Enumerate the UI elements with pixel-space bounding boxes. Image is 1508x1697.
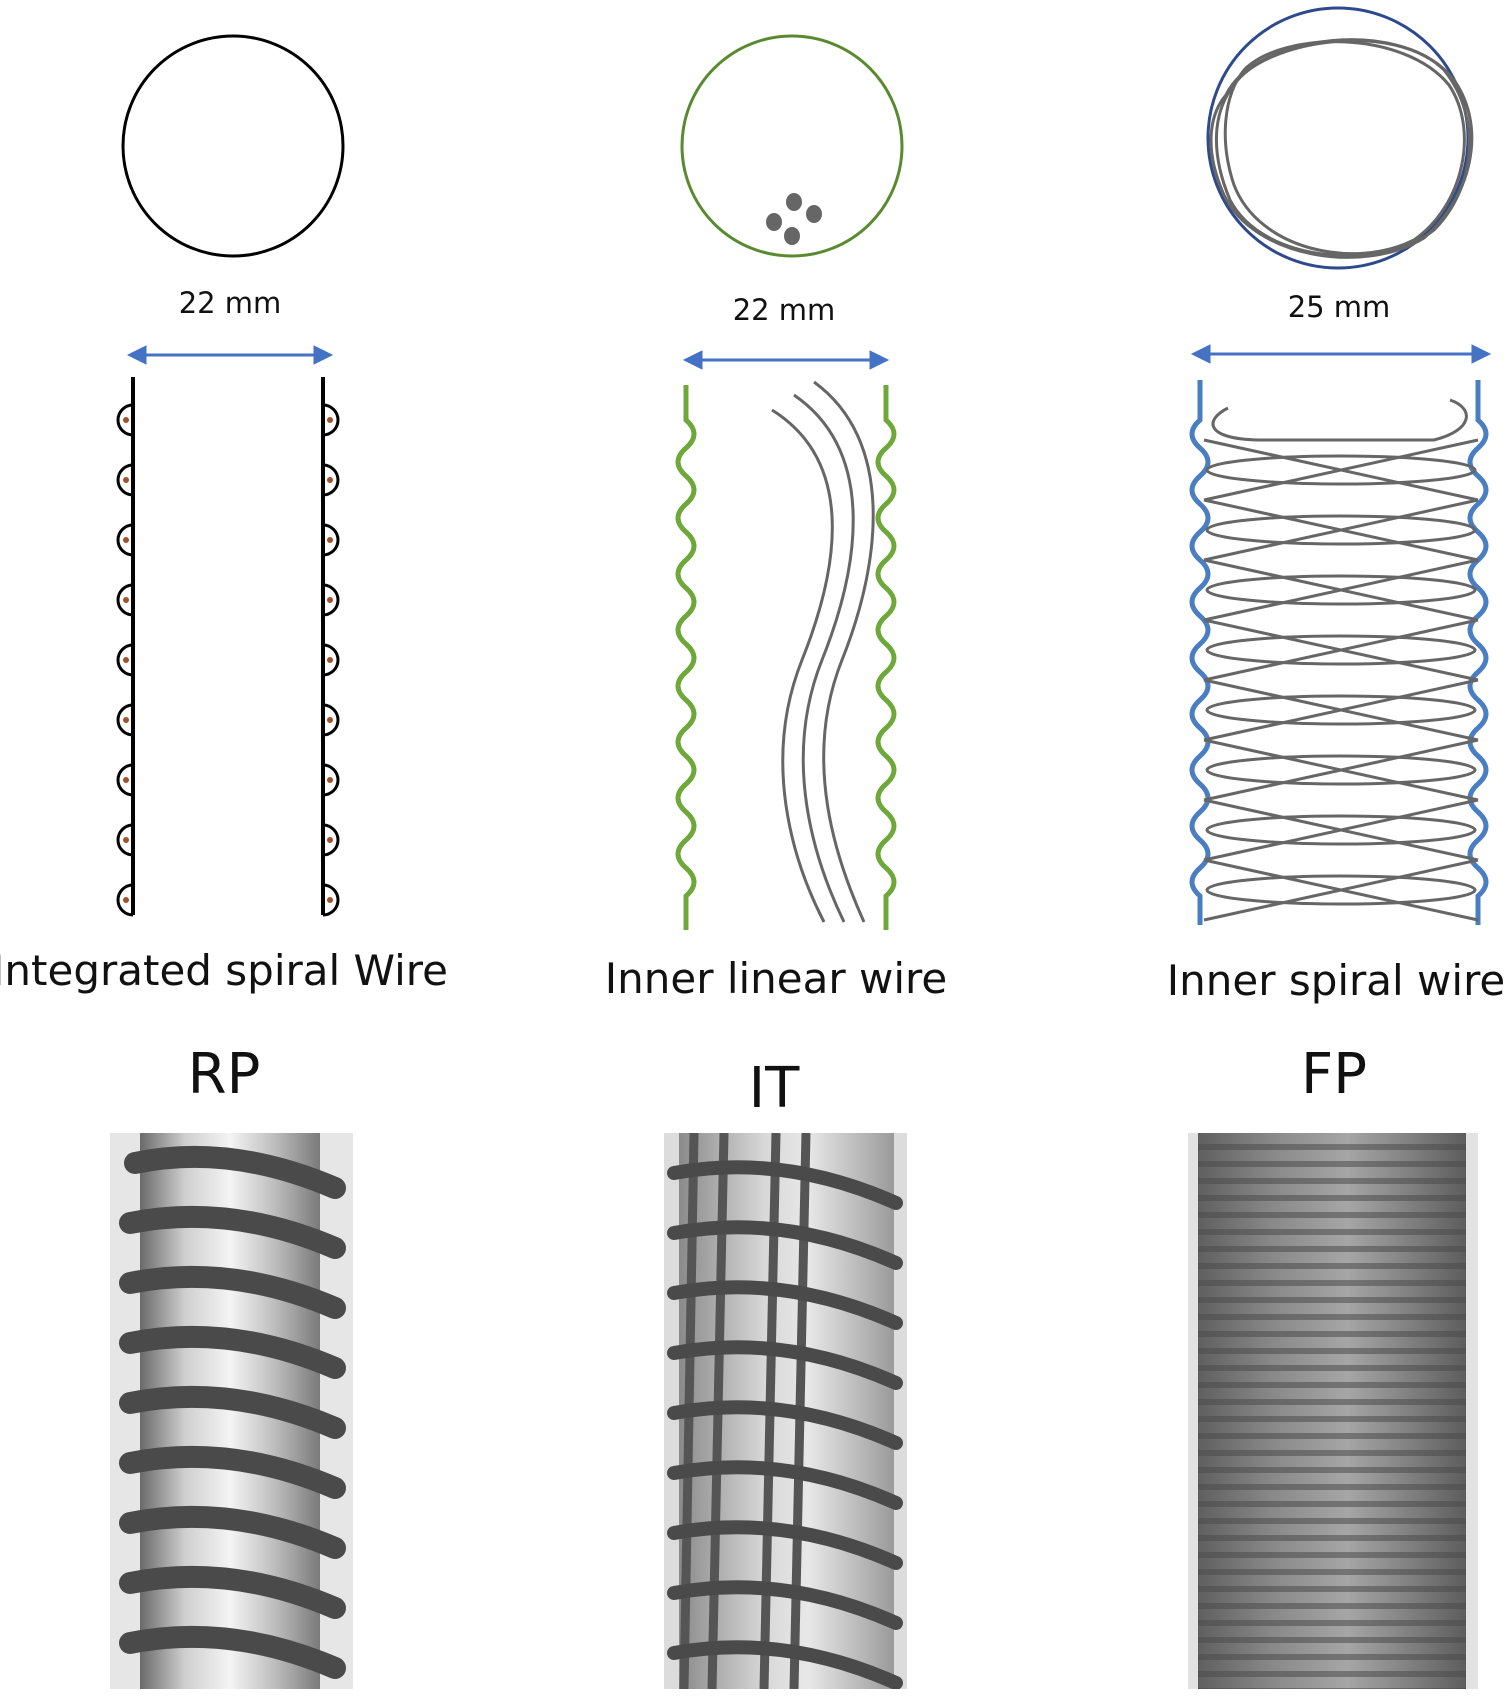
rp-code-label: RP: [187, 1042, 261, 1107]
rp-tube-wall-left: [116, 377, 135, 917]
fp-tube-wall-right: [1467, 380, 1489, 925]
rp-diameter-arrow: [126, 345, 334, 365]
it-diagram: [675, 34, 904, 930]
fp-photo: [1188, 1133, 1478, 1689]
it-diameter-label: 22 mm: [732, 293, 836, 327]
fp-inner-spiral-wire: [1203, 398, 1479, 922]
it-photo: [664, 1133, 907, 1689]
it-inner-linear-wires: [771, 380, 875, 923]
fp-diameter-label: 25 mm: [1287, 290, 1391, 324]
column-it: 22 mm Inner linear wire IT: [502, 0, 1004, 1697]
it-diameter-arrow: [682, 350, 890, 370]
column-fp: 25 mm Inner spiral wire FP: [1004, 0, 1506, 1697]
column-rp: 22 mm Integrated spiral Wire RP: [0, 0, 502, 1697]
fp-ribbed-tube: [1198, 1133, 1466, 1689]
rp-diameter-label: 22 mm: [178, 286, 282, 320]
fp-wire-type-label: Inner spiral wire: [1166, 956, 1506, 1005]
it-code-label: IT: [748, 1056, 800, 1121]
it-cross-section-circle: [680, 34, 904, 258]
rp-photo: [110, 1133, 353, 1689]
it-wire-bundle-dots: [766, 193, 822, 245]
rp-diagram: [116, 34, 345, 917]
fp-diagram: [1189, 6, 1492, 925]
rp-coil: [119, 1145, 346, 1679]
rp-wire-type-label: Integrated spiral Wire: [0, 946, 448, 995]
it-tube-wall-right: [875, 385, 897, 930]
fp-inner-wire-rings: [1209, 38, 1474, 259]
it-wire-type-label: Inner linear wire: [604, 954, 948, 1003]
rp-wire-dots: [123, 417, 333, 903]
rp-tube-wall-right: [321, 377, 340, 917]
it-tube-wall-left: [675, 385, 697, 930]
rp-cross-section-circle: [121, 34, 345, 258]
fp-code-label: FP: [1301, 1042, 1367, 1107]
fp-tube-wall-left: [1189, 380, 1211, 925]
it-coil: [667, 1160, 903, 1689]
fp-diameter-arrow: [1190, 344, 1492, 364]
